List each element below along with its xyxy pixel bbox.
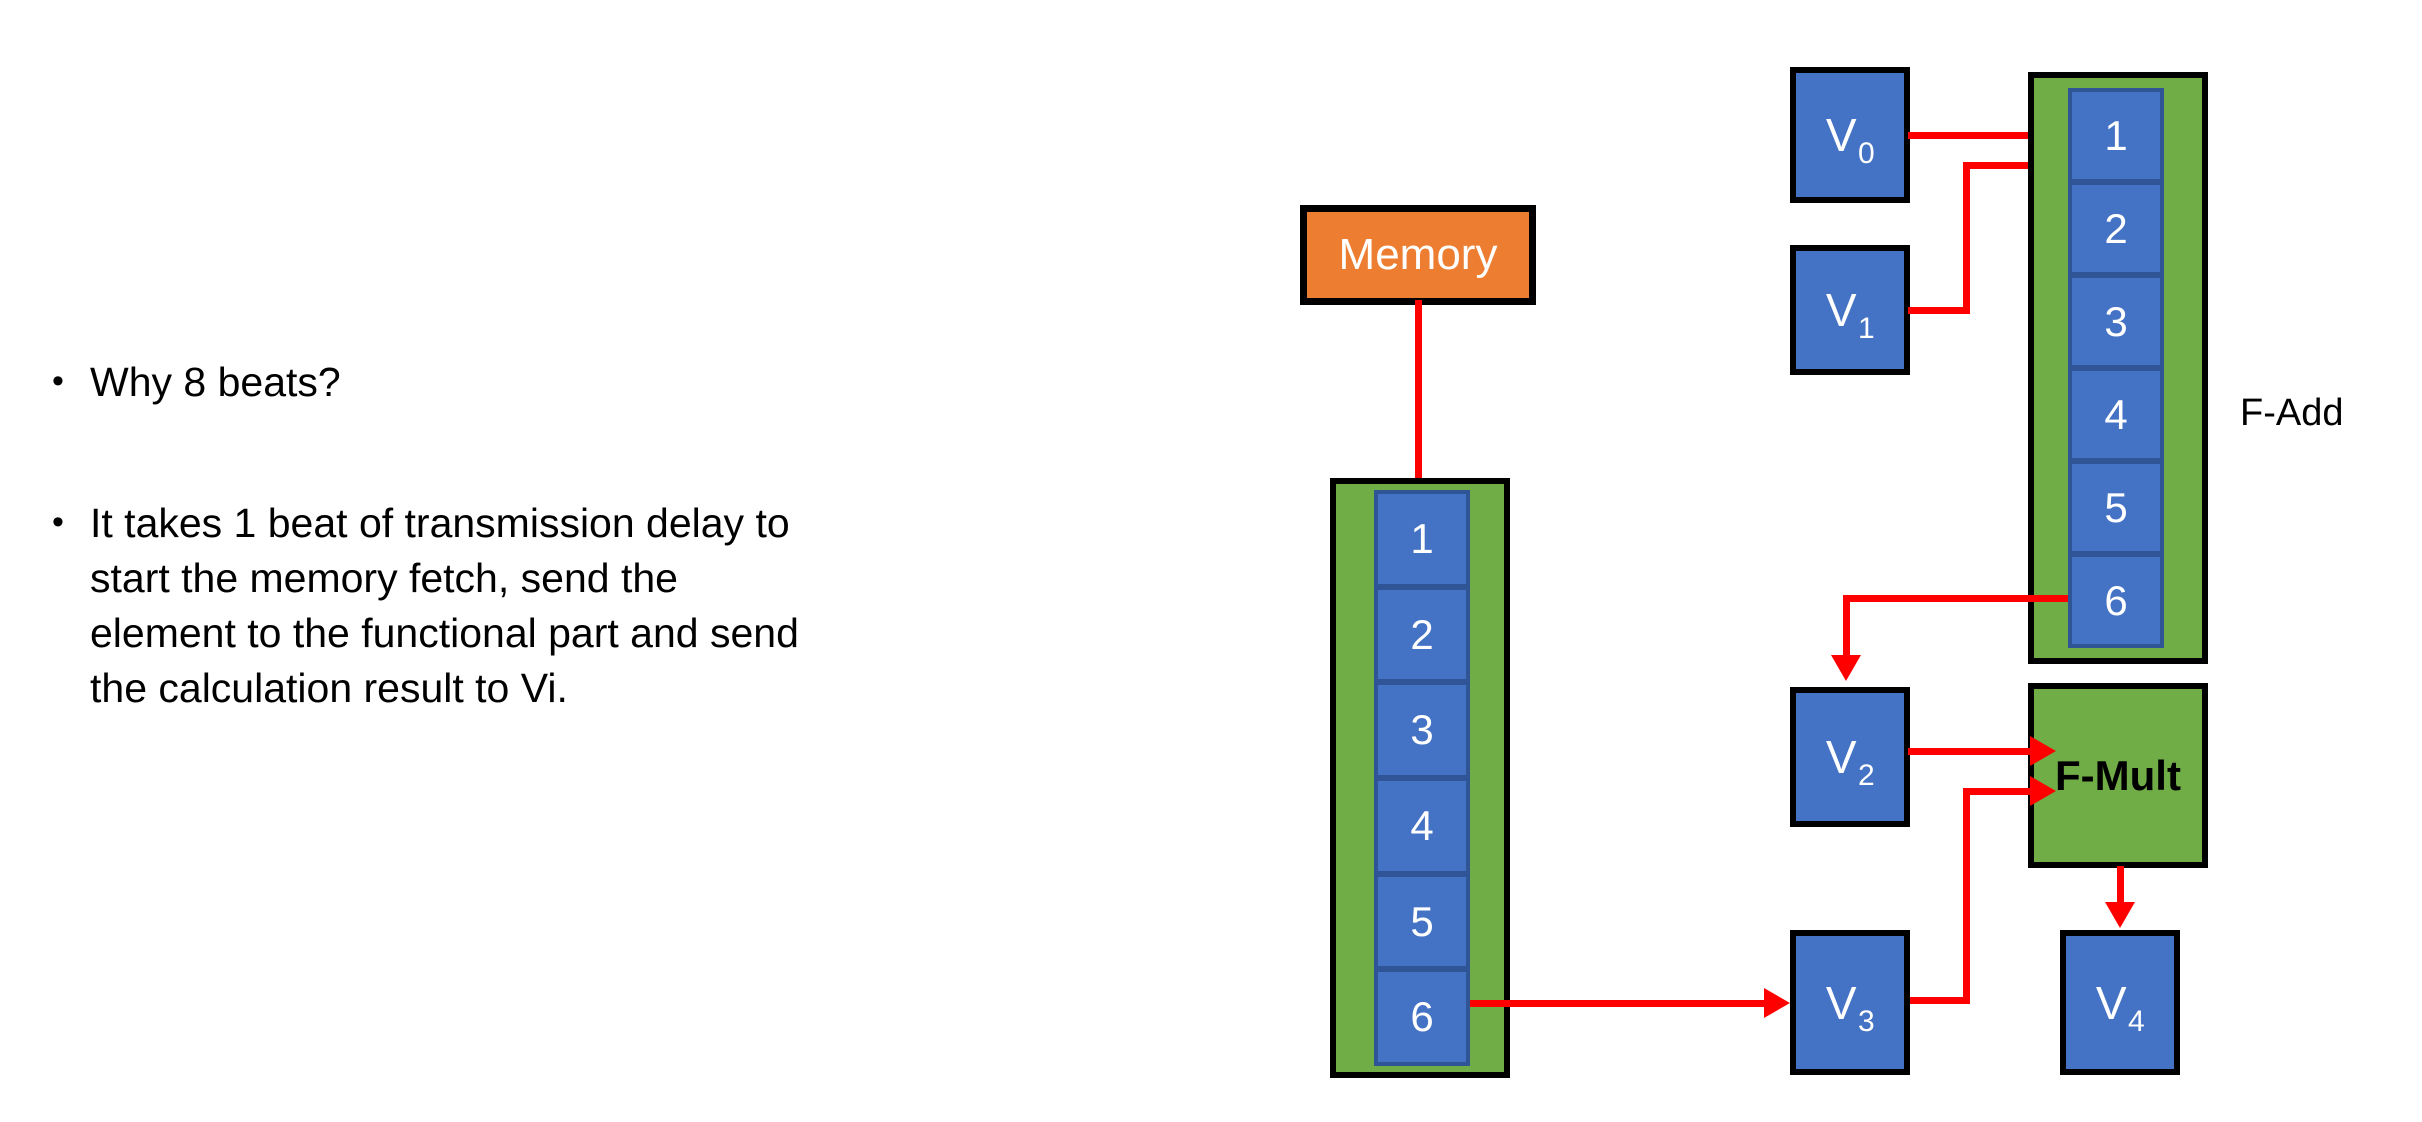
bullet-marker: • xyxy=(52,362,64,400)
register-v1: V1 xyxy=(1790,245,1910,375)
memory-vector-register-cells: 1 2 3 4 5 6 xyxy=(1374,490,1470,1067)
fadd-cell: 4 xyxy=(2068,367,2164,460)
register-v2: V2 xyxy=(1790,687,1910,827)
register-v0: V0 xyxy=(1790,67,1910,203)
fadd-cell: 1 xyxy=(2068,88,2164,181)
bullet-list: • Why 8 beats? • It takes 1 beat of tran… xyxy=(52,355,812,716)
register-cell: 2 xyxy=(1374,585,1470,682)
wire-v1-segment-h1 xyxy=(1908,307,1970,314)
register-v2-label: V2 xyxy=(1825,731,1876,792)
fadd-cell: 3 xyxy=(2068,274,2164,367)
arrowhead-v3-to-fmult xyxy=(2030,776,2056,806)
fadd-cells: 1 2 3 4 5 6 xyxy=(2068,88,2164,648)
arrowhead-to-v4 xyxy=(2105,902,2135,928)
arrowhead-to-v3 xyxy=(1764,988,1790,1018)
fmult-block: F-Mult xyxy=(2028,683,2208,868)
register-v1-label: V1 xyxy=(1825,284,1876,345)
register-cell: 5 xyxy=(1374,872,1470,969)
wire-v1-segment-h2 xyxy=(1963,162,2030,169)
wire-v0-to-fadd xyxy=(1908,132,2030,139)
bullet-marker: • xyxy=(52,502,64,541)
arrowhead-to-v2 xyxy=(1831,655,1861,681)
register-cell: 1 xyxy=(1374,490,1470,586)
bullet-text: It takes 1 beat of transmission delay to… xyxy=(90,499,799,711)
list-item: • It takes 1 beat of transmission delay … xyxy=(52,496,812,716)
register-v4: V4 xyxy=(2060,930,2180,1075)
wire-v3-segment-h1 xyxy=(1908,997,1970,1004)
wire-memory-to-register xyxy=(1415,300,1422,500)
memory-block: Memory xyxy=(1300,205,1536,305)
memory-label: Memory xyxy=(1338,230,1498,279)
wire-v1-segment-v xyxy=(1963,162,1970,314)
wire-v2-to-fmult xyxy=(1908,748,2030,755)
wire-fadd6-to-v2-v xyxy=(1843,595,1850,657)
wire-fmult-to-v4 xyxy=(2117,866,2124,904)
wire-v3-segment-v xyxy=(1963,788,1970,1004)
register-cell: 6 xyxy=(1374,968,1470,1067)
arrowhead-v2-to-fmult xyxy=(2030,736,2056,766)
fadd-cell: 5 xyxy=(2068,460,2164,553)
fadd-cell: 2 xyxy=(2068,181,2164,274)
bullet-text: Why 8 beats? xyxy=(90,359,341,405)
register-v3-label: V3 xyxy=(1825,976,1876,1038)
register-v4-label: V4 xyxy=(2095,976,2146,1038)
wire-fadd6-to-v2-h xyxy=(1843,595,2068,602)
fadd-cell: 6 xyxy=(2068,553,2164,648)
register-v3: V3 xyxy=(1790,930,1910,1075)
register-cell: 3 xyxy=(1374,681,1470,778)
fadd-label: F-Add xyxy=(2240,392,2344,434)
wire-register6-to-v3 xyxy=(1470,1000,1764,1007)
register-cell: 4 xyxy=(1374,777,1470,873)
list-item: • Why 8 beats? xyxy=(52,355,812,410)
fmult-label: F-Mult xyxy=(2055,751,2181,799)
register-v0-label: V0 xyxy=(1825,109,1876,170)
wire-v3-segment-h2 xyxy=(1963,788,2030,795)
